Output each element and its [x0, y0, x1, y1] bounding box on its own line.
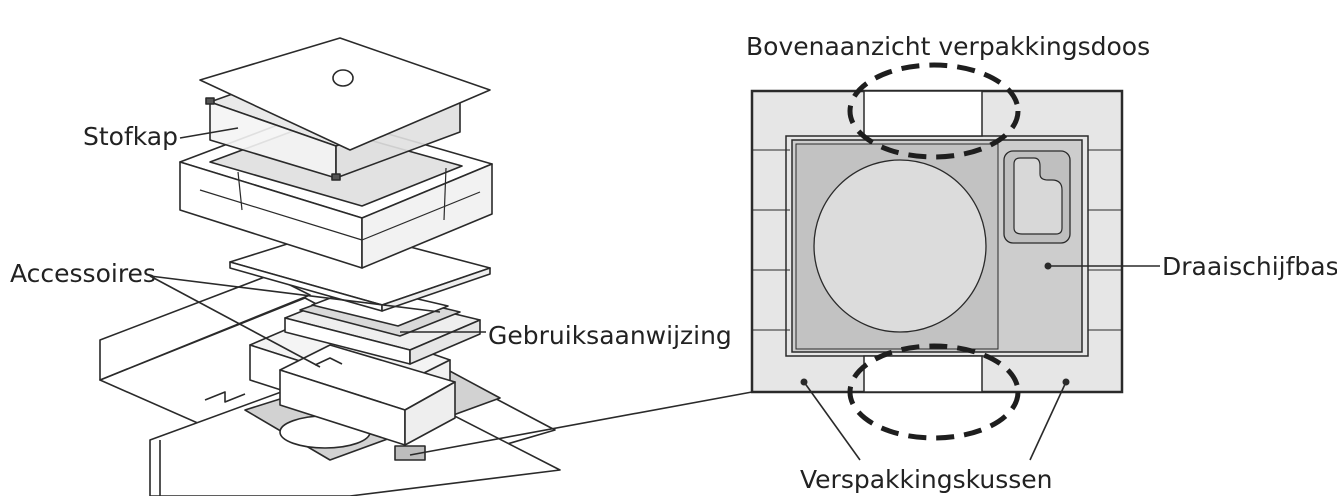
lid-hole — [333, 70, 353, 86]
platter-circle — [814, 160, 986, 332]
svg-text:Bovenaanzicht verpakkingsdoos: Bovenaanzicht verpakkingsdoos — [746, 32, 1150, 61]
svg-text:Verspakkingskussen: Verspakkingskussen — [800, 465, 1053, 494]
bottom-handle-cutout — [864, 356, 982, 392]
svg-text:Accessoires: Accessoires — [10, 259, 156, 288]
svg-text:Stofkap: Stofkap — [83, 122, 178, 151]
label-top-view-title: Bovenaanzicht verpakkingsdoos — [746, 32, 1150, 61]
svg-text:Gebruiksaanwijzing: Gebruiksaanwijzing — [488, 321, 732, 350]
cushion-leader-line-right — [1030, 382, 1066, 460]
top-handle-cutout — [864, 91, 982, 136]
exploded-packaging-view — [100, 38, 560, 496]
label-packing-cushion: Verspakkingskussen — [800, 379, 1070, 495]
svg-text:Draaischijfbasis: Draaischijfbasis — [1162, 252, 1337, 281]
